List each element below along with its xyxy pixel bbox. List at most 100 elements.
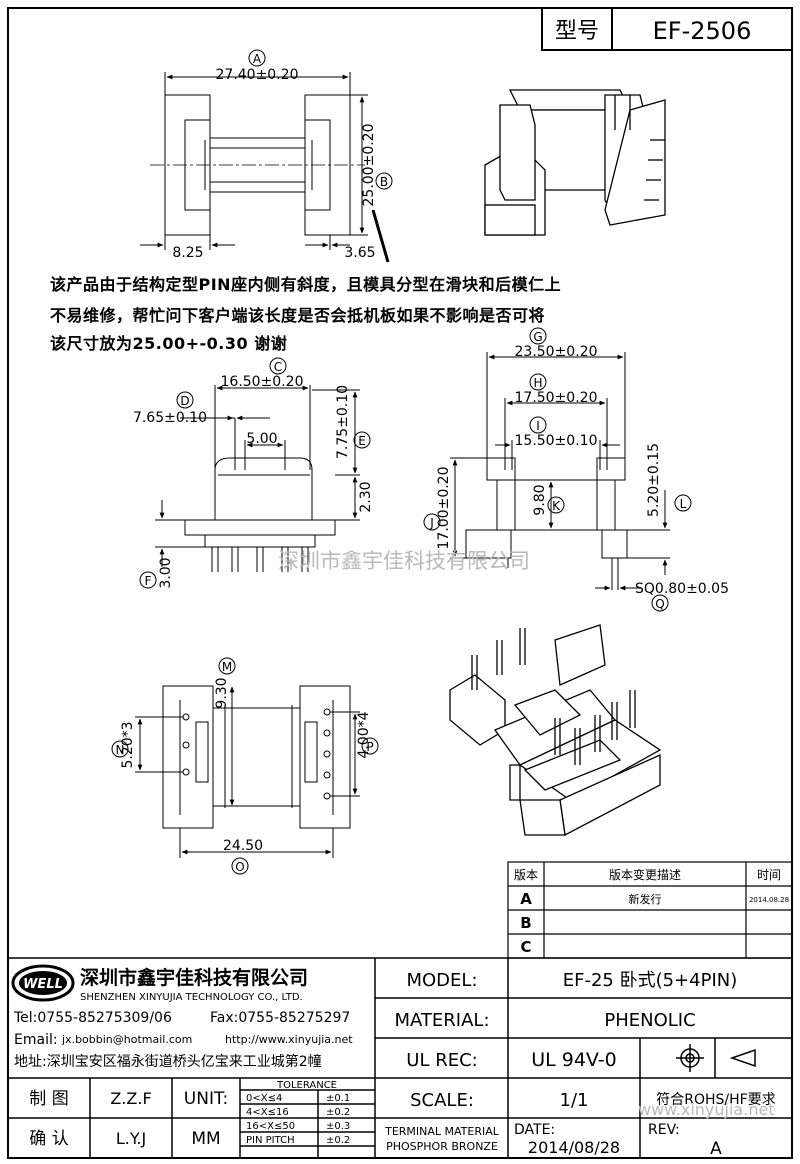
company-web: http://www.xinyujia.net	[225, 1033, 353, 1046]
note-line-3: 该尺寸放为25.00+-0.30 谢谢	[50, 334, 288, 353]
type-value: EF-2506	[653, 17, 752, 45]
company-fax: Fax:0755-85275297	[210, 1010, 350, 1026]
note-line-1: 该产品由于结构定型PIN座内侧有斜度，且模具分型在滑块和后模仁上	[50, 275, 562, 294]
rev-label: REV:	[648, 1122, 680, 1138]
company-name-en: SHENZHEN XINYUJIA TECHNOLOGY CO., LTD.	[80, 992, 303, 1003]
top-view	[140, 72, 390, 263]
watermark-url: www.xinyujia.net	[638, 1100, 775, 1119]
dim-o: 24.50	[223, 838, 263, 854]
dim-g: 23.50±0.20	[515, 344, 598, 360]
dim-n: 5.20*3	[120, 721, 136, 768]
rev-value: A	[710, 1139, 722, 1159]
front-view	[155, 385, 360, 572]
unit-label: UNIT:	[184, 1089, 228, 1109]
dim-l: 5.20±0.15	[646, 443, 662, 517]
dim-q: SQ0.80±0.05	[635, 581, 729, 597]
dim-e: 7.75±0.10	[335, 385, 351, 459]
watermark-company: 深圳市鑫宇佳科技有限公司	[278, 549, 530, 573]
type-header: 型号 EF-2506	[541, 7, 793, 51]
rev-row-b: B	[520, 914, 531, 932]
projection-symbol	[676, 1044, 756, 1072]
label-l: L	[680, 497, 687, 511]
bottom-view	[135, 685, 360, 858]
dim-b: 25.00±0.20	[361, 124, 377, 207]
label-i: I	[536, 419, 540, 433]
dim-c: 16.50±0.20	[221, 374, 304, 390]
dim-8-25: 8.25	[172, 245, 203, 261]
ulrec-label: UL REC:	[406, 1050, 477, 1071]
label-h: H	[533, 376, 542, 390]
terminal-label-1: TERMINAL MATERIAL	[384, 1125, 500, 1138]
company-email: jx.bobbin@hotmail.com	[61, 1033, 192, 1046]
dim-f: 3.00	[158, 557, 174, 588]
tolerance-title: TOLERANCE	[276, 1080, 337, 1091]
company-email-label: Email:	[14, 1032, 58, 1048]
dim-5-00: 5.00	[246, 431, 277, 447]
rev-header-version: 版本	[514, 868, 538, 882]
dim-k: 9.80	[532, 484, 548, 515]
label-c: C	[274, 360, 282, 374]
label-q: Q	[655, 597, 664, 611]
tol-value-3: ±0.2	[326, 1135, 350, 1146]
side-view-labels: G 23.50±0.20 H 17.50±0.20 I 15.50±0.10 1…	[423, 327, 729, 612]
dim-p: 4.00*4	[356, 711, 372, 758]
checked-label: 确 认	[29, 1129, 68, 1149]
label-m: M	[222, 660, 232, 674]
company-logo: WELL	[11, 964, 75, 1002]
type-label: 型号	[555, 19, 599, 44]
label-a: A	[253, 52, 262, 66]
rohs-note: 符合ROHS/HF要求	[656, 1092, 775, 1108]
rev-header-desc: 版本变更描述	[609, 867, 681, 882]
label-n: N	[116, 743, 125, 757]
label-g: G	[533, 330, 542, 344]
label-b: B	[380, 175, 388, 189]
rev-row-c: C	[520, 938, 531, 956]
model-label: MODEL:	[406, 970, 477, 991]
company-tel: Tel:0755-85275309/06	[13, 1010, 172, 1026]
logo-text: WELL	[23, 977, 63, 992]
tol-range-2: 16<X≤50	[246, 1121, 295, 1132]
model-value: EF-25 卧式(5+4PIN)	[563, 970, 738, 991]
material-label: MATERIAL:	[394, 1010, 489, 1031]
front-view-labels: C 16.50±0.20 D 7.65±0.10 5.00 7.75±0.10 …	[133, 357, 374, 589]
drawn-label: 制 图	[29, 1089, 68, 1109]
company-name-cn: 深圳市鑫宇佳科技有限公司	[80, 966, 308, 989]
company-info: 深圳市鑫宇佳科技有限公司 SHENZHEN XINYUJIA TECHNOLOG…	[13, 966, 353, 1070]
dim-a: 27.40±0.20	[216, 67, 299, 83]
dim-j: 17.00±0.20	[436, 467, 452, 550]
dim-m: 9.30	[214, 677, 230, 708]
date-value: 2014/08/28	[528, 1138, 620, 1157]
side-view	[450, 352, 670, 591]
iso-view-bottom	[449, 624, 662, 837]
label-k: K	[552, 499, 561, 513]
bottom-view-labels: M 9.30 5.20*3 N 4.00*4 P 24.50 O	[111, 657, 379, 875]
label-e: E	[358, 434, 366, 448]
unit-value: MM	[191, 1129, 220, 1149]
date-label: DATE:	[514, 1122, 555, 1138]
rev-row-a: A	[520, 890, 532, 908]
rev-row-a-desc: 新发行	[629, 892, 662, 906]
note-line-2: 不易维修，帮忙问下客户端该长度是否会抵机板如果不影响是否可将	[50, 306, 546, 325]
iso-view-top	[484, 89, 666, 236]
tol-range-1: 4<X≤16	[246, 1107, 289, 1118]
label-f: F	[145, 574, 152, 588]
top-view-labels: A 27.40±0.20 B 25.00±0.20 8.25 3.65	[172, 49, 393, 261]
label-p: P	[366, 740, 373, 754]
drawn-value: Z.Z.F	[110, 1089, 151, 1108]
label-o: O	[235, 860, 244, 874]
label-d: D	[180, 394, 189, 408]
dim-d: 7.65±0.10	[133, 410, 207, 426]
dim-h: 17.50±0.20	[515, 390, 598, 406]
tol-value-2: ±0.3	[326, 1121, 350, 1132]
dim-2-30: 2.30	[358, 481, 374, 512]
title-block-grid	[8, 957, 792, 1158]
tol-range-0: 0<X≤4	[246, 1093, 282, 1104]
rev-row-a-date: 2014.08.28	[749, 896, 789, 904]
label-j: J	[429, 516, 434, 530]
company-address: 地址:深圳宝安区福永街道桥头亿宝来工业城第2幢	[14, 1053, 322, 1070]
ulrec-value: UL 94V-0	[531, 1049, 617, 1071]
material-value: PHENOLIC	[604, 1010, 695, 1031]
scale-value: 1/1	[560, 1090, 589, 1111]
tol-value-0: ±0.1	[326, 1093, 350, 1104]
